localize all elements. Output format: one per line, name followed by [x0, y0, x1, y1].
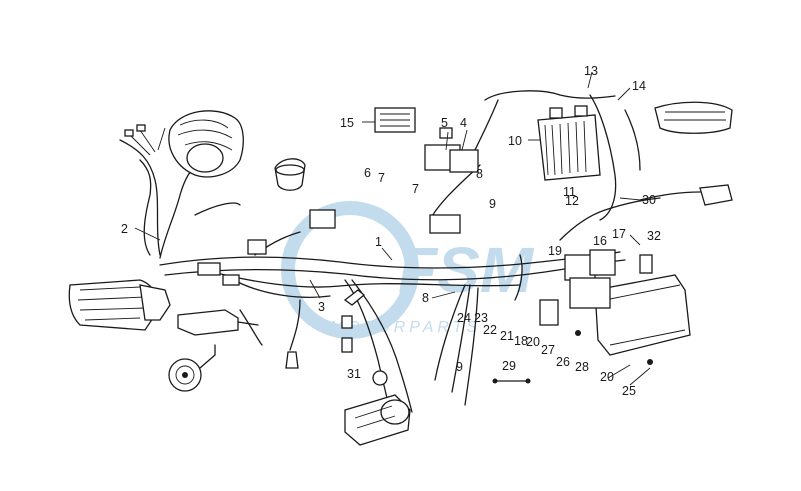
callout-5: 5: [441, 116, 448, 130]
callout-12: 12: [565, 194, 579, 208]
tail-light: [654, 101, 733, 134]
callout-27: 27: [541, 343, 555, 357]
callout-31: 31: [347, 367, 361, 381]
callout-26: 26: [556, 355, 570, 369]
dashboard-connectors: [124, 124, 166, 156]
callout-24: 24: [457, 311, 471, 325]
callout-7-center: 7: [412, 182, 419, 196]
callout-11: 11: [563, 185, 576, 199]
callout-28: 28: [575, 360, 589, 374]
callout-25: 25: [622, 384, 636, 398]
battery: [537, 105, 601, 181]
relay-center: [197, 127, 479, 286]
starter-motor: [344, 394, 411, 446]
callout-7-left: 7: [378, 171, 385, 185]
callout-30: 30: [642, 193, 656, 207]
callout-18: 18: [514, 334, 528, 348]
callout-21: 21: [500, 329, 514, 343]
callout-29: 29: [502, 359, 516, 373]
callout-10: 10: [508, 134, 522, 148]
callout-9-top: 9: [489, 197, 496, 211]
callout-16: 16: [593, 234, 607, 248]
rear-connector: [699, 184, 733, 206]
horn: [168, 344, 216, 392]
fuse-box: [539, 249, 691, 356]
callout-8-bottom: 8: [422, 291, 429, 305]
callout-1: 1: [375, 235, 382, 249]
callout-20-left: 20: [526, 335, 540, 349]
callout-6: 6: [364, 166, 371, 180]
spark-plug-caps: [285, 289, 366, 369]
callout-23: 23: [474, 311, 488, 325]
front-headlamp: [68, 279, 171, 331]
callout-32: 32: [647, 229, 661, 243]
clamps: [372, 330, 653, 386]
callout-20-right: 20: [600, 370, 614, 384]
ignition-coil: [274, 158, 306, 191]
watermark-brand: FSM: [398, 234, 535, 306]
callout-4: 4: [460, 116, 467, 130]
warning-label: [374, 107, 416, 133]
callout-14: 14: [632, 79, 646, 93]
callout-3: 3: [318, 300, 325, 314]
callout-13: 13: [584, 64, 598, 78]
callout-19: 19: [548, 244, 562, 258]
callout-15: 15: [340, 116, 354, 130]
callout-9-bottom: 9: [456, 360, 463, 374]
voltage-regulator: [177, 309, 259, 336]
callout-17: 17: [612, 227, 626, 241]
headlight-shell: [168, 110, 244, 178]
leader-lines: [134, 71, 651, 386]
callout-8-top: 8: [476, 167, 483, 181]
callout-2: 2: [121, 222, 128, 236]
watermark: FSM MOTORPARTS: [281, 201, 535, 339]
callout-22: 22: [483, 323, 497, 337]
callout-labels: 1 2 3 4 5 6 7 7 8 8 9 9 10 11 12 13 14 1…: [121, 64, 661, 398]
